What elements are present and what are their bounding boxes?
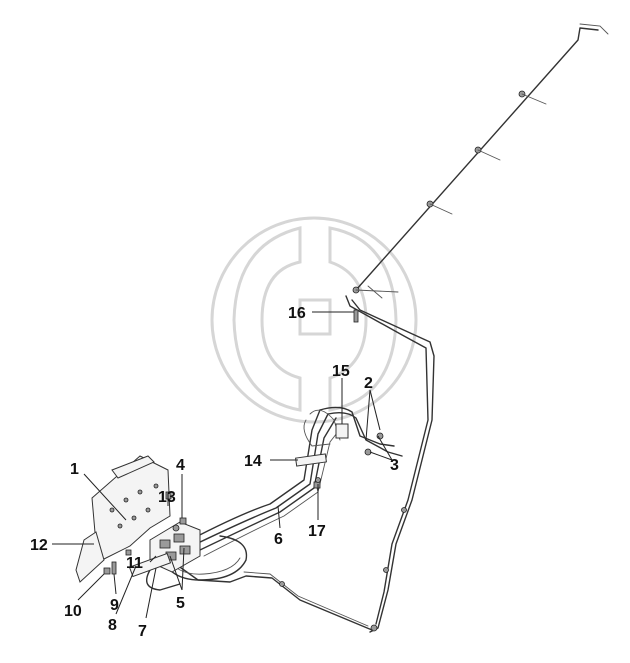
pin-16 — [353, 309, 359, 323]
clip-7 — [370, 624, 378, 632]
leader-8 — [115, 565, 137, 615]
callout-15: 15 — [332, 363, 350, 380]
washer-11 — [125, 549, 132, 556]
watermark-logo — [210, 216, 418, 424]
callout-13: 13 — [158, 489, 176, 506]
callout-4: 4 — [176, 457, 185, 474]
callout-2: 2 — [364, 375, 373, 392]
small-parts — [315, 309, 359, 483]
leader-11 — [149, 555, 157, 563]
leader-lines — [52, 311, 393, 619]
leader-2a — [365, 389, 371, 441]
small-nut — [313, 481, 321, 489]
callout-7: 7 — [138, 623, 147, 640]
bolt-10 — [103, 567, 111, 575]
callout-17: 17 — [308, 523, 326, 540]
mounting-bracket — [75, 455, 187, 583]
leader-1 — [83, 473, 127, 521]
bolt-9 — [111, 561, 117, 575]
callout-11: 11 — [126, 555, 143, 572]
callout-8: 8 — [108, 617, 117, 634]
leader-9 — [113, 573, 117, 595]
leader-2b — [369, 389, 381, 431]
leader-10 — [77, 573, 105, 601]
callout-6: 6 — [274, 531, 283, 548]
nut-4 — [179, 517, 187, 525]
callout-9: 9 — [110, 597, 119, 614]
callout-16: 16 — [288, 305, 306, 322]
leader-7 — [145, 567, 157, 619]
callout-12: 12 — [30, 537, 48, 554]
tee-fitting — [335, 423, 349, 439]
fitting-a — [376, 432, 384, 440]
callout-labels: 1 2 3 4 5 6 7 8 9 10 11 12 13 14 15 16 1… — [30, 305, 399, 640]
clip-6 — [383, 567, 389, 573]
callout-14: 14 — [244, 453, 262, 470]
leader-5a — [169, 555, 183, 591]
callout-3: 3 — [390, 457, 399, 474]
callout-10: 10 — [64, 603, 82, 620]
leader-3a — [377, 435, 393, 461]
hose-clamp — [295, 453, 327, 467]
clip-5 — [401, 507, 407, 513]
right-loop-hose — [345, 295, 435, 633]
leader-5b — [181, 547, 185, 591]
callout-1: 1 — [70, 461, 79, 478]
nut-17 — [315, 477, 321, 483]
central-hose-bundle — [189, 406, 403, 557]
leader-6 — [277, 505, 281, 529]
clip-8 — [279, 581, 285, 587]
bottom-return-hose — [169, 559, 373, 631]
upper-hose-line — [352, 23, 609, 299]
leader-3b — [369, 451, 393, 461]
valve-block — [128, 521, 201, 578]
callout-5: 5 — [176, 595, 185, 612]
